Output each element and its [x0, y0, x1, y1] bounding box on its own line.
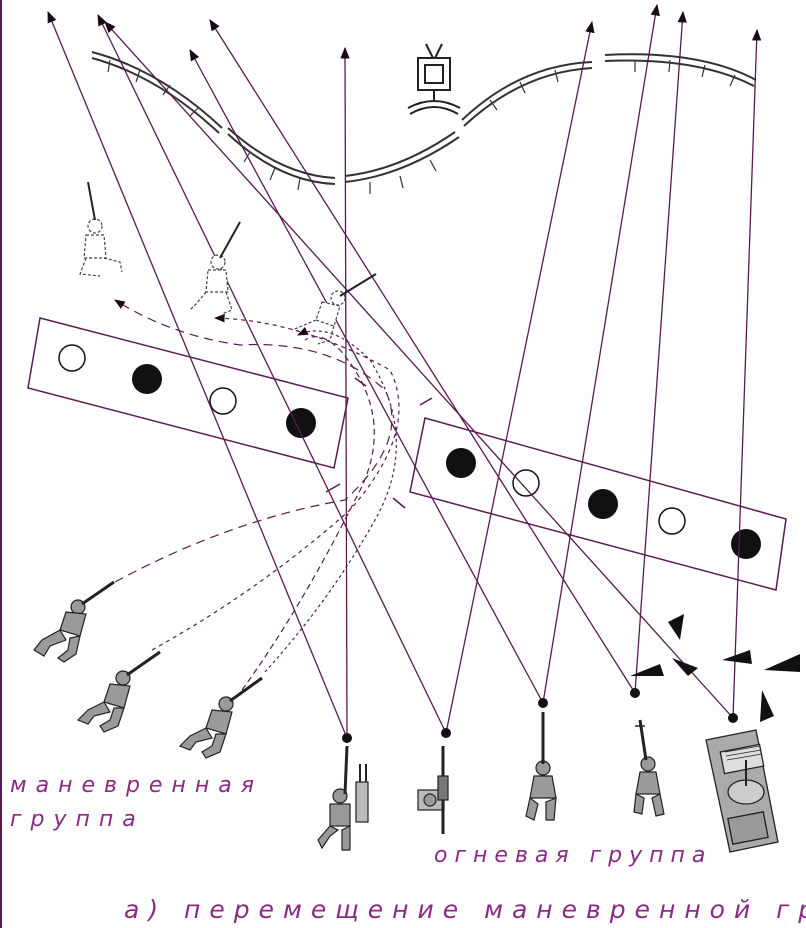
- soldier-figure-icon: [317, 745, 369, 851]
- soldier-figure-icon: [76, 650, 161, 733]
- target-icon: [209, 387, 237, 415]
- soldier-figure-icon: [33, 580, 115, 663]
- maneuver-group-label-line2: группа: [10, 807, 145, 832]
- soldier-figure-icon: [291, 273, 377, 345]
- target-icon: [658, 507, 686, 535]
- maneuver-group-label-line1: маневренная: [10, 773, 263, 798]
- target-icon: [588, 489, 618, 519]
- target-board-right: [409, 417, 787, 591]
- target-icon: [58, 344, 86, 372]
- soldier-figure-icon: [417, 746, 449, 834]
- target-icon: [512, 469, 540, 497]
- target-icon: [132, 364, 162, 394]
- target-icon: [731, 529, 761, 559]
- maneuver-group-label: маневренная группа: [10, 773, 279, 832]
- observation-markers: [630, 614, 800, 722]
- soldier-figure-icon: [79, 181, 123, 277]
- soldier-figure-icon: [525, 712, 557, 821]
- figure-caption: а) перемещение маневренной группы: [124, 895, 806, 924]
- target-board-left: [27, 317, 349, 469]
- cover-marks: [325, 377, 433, 509]
- target-icon: [446, 448, 476, 478]
- firing-points: [342, 688, 738, 743]
- soldier-figure-icon: [633, 719, 665, 817]
- fire-group-label: огневая группа: [434, 843, 712, 868]
- maneuver-routes: [114, 299, 400, 691]
- fire-lines: [47, 3, 762, 739]
- tank-icon: [705, 729, 779, 853]
- tv-camera-icon: [407, 43, 461, 115]
- soldier-figure-icon: [178, 676, 263, 759]
- target-icon: [286, 408, 316, 438]
- soldier-figure-icon: [189, 221, 241, 315]
- trench-line: [91, 51, 757, 194]
